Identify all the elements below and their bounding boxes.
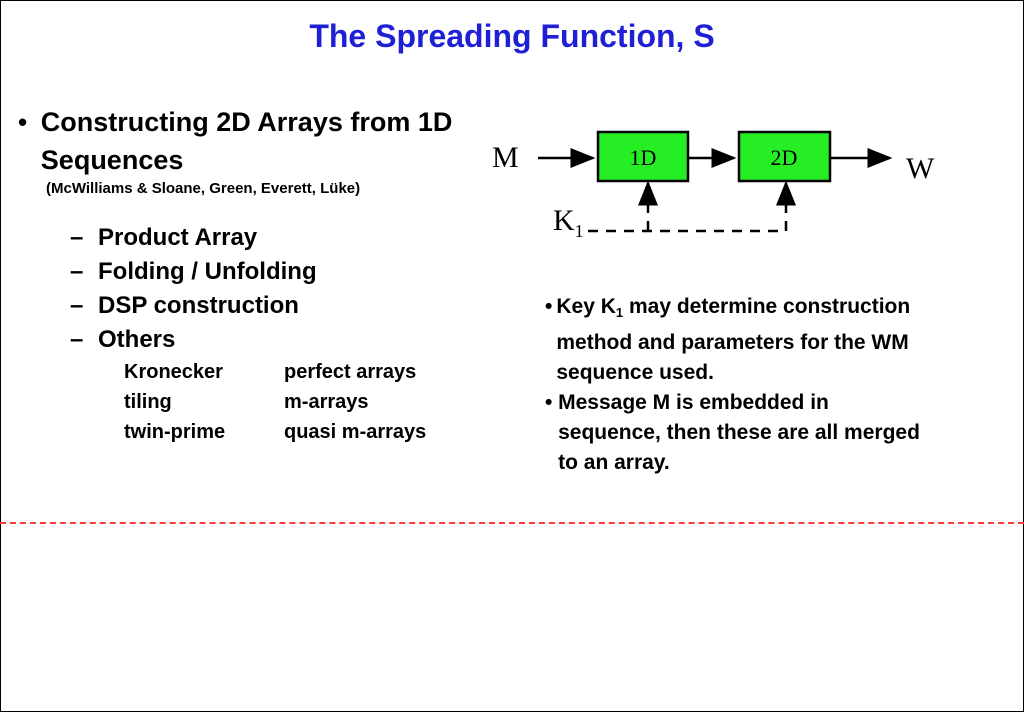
box-2d bbox=[737, 130, 832, 183]
output-label-w: W bbox=[906, 152, 935, 185]
list-item: –DSP construction bbox=[70, 292, 299, 319]
box-1d bbox=[596, 130, 690, 183]
others-table: Kronecker perfect arrays tiling m-arrays… bbox=[124, 357, 498, 447]
others-value: perfect arrays bbox=[284, 361, 417, 383]
list-item: –Others bbox=[70, 326, 176, 353]
others-value: quasi m-arrays bbox=[284, 421, 427, 443]
others-value: m-arrays bbox=[284, 391, 369, 413]
others-name: twin-prime bbox=[124, 421, 226, 443]
input-label-m: M bbox=[492, 141, 519, 174]
main-bullet-text: Constructing 2D Arrays from 1D Sequences bbox=[40, 107, 453, 175]
list-item: –Product Array bbox=[70, 224, 258, 251]
sub-list: –Product Array –Folding / Unfolding –DSP… bbox=[70, 221, 498, 357]
main-bullet: • Constructing 2D Arrays from 1D Sequenc… bbox=[18, 103, 498, 179]
right-content: • Key K1 may determine construction meth… bbox=[545, 292, 925, 478]
others-name: Kronecker bbox=[124, 361, 223, 383]
box-1d-label: 1D bbox=[630, 145, 657, 170]
slide-title: The Spreading Function, S bbox=[309, 18, 715, 54]
dashed-divider bbox=[0, 522, 1024, 524]
citation: (McWilliams & Sloane, Green, Everett, Lü… bbox=[46, 180, 361, 197]
left-content: • Constructing 2D Arrays from 1D Sequenc… bbox=[18, 103, 498, 447]
others-name: tiling bbox=[124, 391, 172, 413]
right-bullet: • Message M is embedded in sequence, the… bbox=[545, 391, 920, 474]
key-dashed-lines bbox=[588, 186, 788, 233]
bullet-dot: • bbox=[18, 107, 28, 137]
list-item: –Folding / Unfolding bbox=[70, 258, 317, 285]
key-label-k1: K1 bbox=[553, 204, 584, 241]
block-diagram: M W 1D 2D K1 bbox=[492, 130, 935, 241]
right-bullet: • Key K1 may determine construction meth… bbox=[545, 295, 911, 384]
box-2d-label: 2D bbox=[771, 145, 798, 170]
